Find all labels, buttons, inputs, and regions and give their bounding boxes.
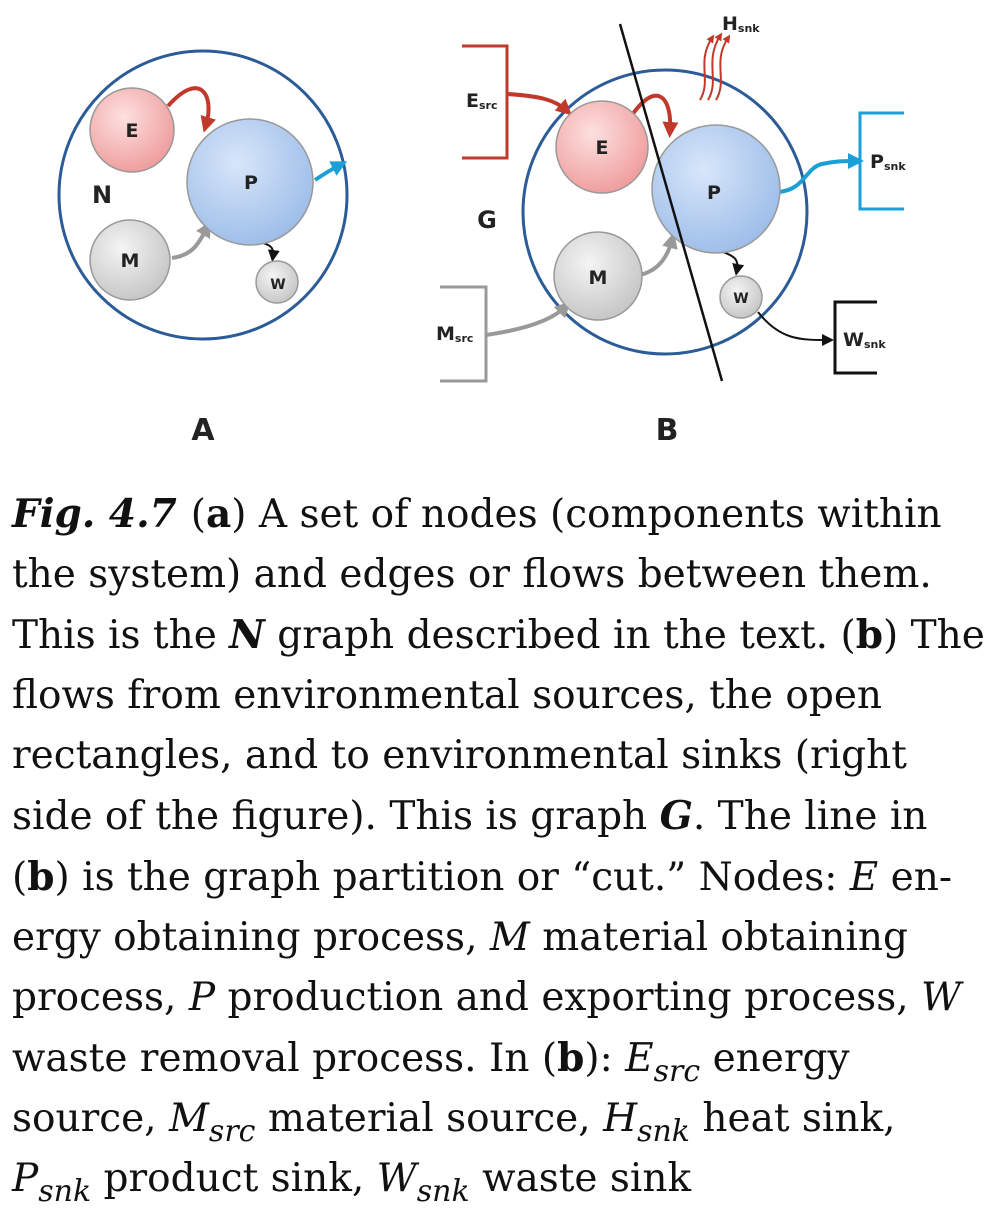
caption-msrc-sub: src: [208, 1114, 256, 1149]
caption-text: material obtaining process,: [12, 915, 908, 1020]
waste-sink-bracket: [833, 300, 877, 375]
caption-text: waste removal process. In (: [12, 1036, 558, 1081]
caption-node-e: E: [849, 855, 879, 900]
caption-msrc: M: [168, 1096, 209, 1141]
caption-psnk: P: [12, 1156, 39, 1201]
figure-caption: Fig. 4.7 (a) A set of nodes (components w…: [12, 484, 987, 1209]
caption-graph-g: G: [659, 793, 693, 839]
caption-esrc: E: [625, 1036, 654, 1081]
edge-w-to-wsnk: [757, 311, 834, 346]
heat-sink-label: Hsnk: [722, 13, 760, 35]
caption-wsnk-sub: snk: [416, 1174, 470, 1209]
caption-text: ):: [584, 1036, 626, 1081]
node-e-a: [89, 87, 175, 173]
caption-text: graph described in the text. (: [264, 613, 856, 658]
node-e-a-label: E: [126, 120, 139, 142]
caption-text: energy source,: [12, 1036, 850, 1141]
caption-text: product sink,: [91, 1156, 377, 1201]
caption-text: . The line in (: [12, 794, 928, 900]
panel-a: N E P M W A: [57, 49, 349, 448]
node-m-b: [553, 231, 643, 321]
caption-text: ) The flows from environmental sources, …: [12, 613, 985, 839]
figure-diagram: N E P M W A G Esrc Msrc: [57, 13, 906, 448]
caption-hsnk: H: [603, 1096, 638, 1141]
caption-text: waste sink: [469, 1156, 692, 1201]
heat-flow: [699, 32, 731, 101]
node-w-b-label: W: [733, 291, 748, 307]
caption-panel-ref: b: [27, 854, 55, 900]
node-w-a: [255, 260, 299, 304]
edge-p-export-a: [313, 161, 348, 182]
caption-text: heat sink,: [689, 1096, 896, 1141]
caption-wsnk: W: [376, 1156, 417, 1201]
node-p-b-label: P: [707, 182, 721, 204]
panel-a-label: A: [191, 413, 215, 448]
panel-b: G Esrc Msrc Hsnk Psnk Wsnk E P: [436, 13, 906, 448]
edge-e-to-p-a: [166, 86, 216, 133]
edge-m-to-p-a: [171, 221, 212, 260]
caption-node-w: W: [921, 975, 962, 1020]
panel-b-label: B: [656, 413, 679, 448]
caption-node-m: M: [489, 915, 530, 960]
edge-msrc-to-m: [485, 301, 571, 337]
graph-label-n: N: [92, 181, 112, 209]
caption-psnk-sub: snk: [38, 1174, 92, 1209]
node-w-b: [719, 275, 763, 319]
node-e-b-label: E: [596, 137, 609, 159]
caption-text: ) A set of nodes (components within the …: [12, 492, 942, 658]
cut-line: [618, 23, 724, 382]
caption-hsnk-sub: snk: [637, 1114, 690, 1149]
product-sink-bracket: [858, 111, 904, 211]
edge-esrc-to-e: [506, 92, 572, 116]
caption-node-p: P: [188, 975, 216, 1020]
node-m-a-label: M: [121, 250, 140, 272]
caption-panel-ref: b: [855, 612, 883, 658]
node-m-b-label: M: [589, 267, 608, 289]
node-e-b: [555, 100, 649, 194]
edge-p-to-psnk: [777, 153, 864, 194]
node-m-a: [89, 219, 171, 301]
caption-text: material source,: [255, 1096, 604, 1141]
energy-source-bracket: [462, 44, 509, 160]
caption-text: production and exporting process,: [215, 975, 921, 1020]
node-p-b: [651, 124, 781, 254]
caption-text: (: [190, 492, 206, 537]
caption-graph-n: N: [229, 612, 265, 658]
caption-panel-ref: b: [557, 1035, 585, 1081]
edge-m-to-p-b: [639, 232, 678, 277]
caption-text: en-ergy obtaining process,: [12, 855, 953, 960]
caption-panel-ref: a: [206, 491, 232, 537]
product-sink-label: Psnk: [870, 151, 906, 173]
material-source-label: Msrc: [436, 323, 473, 345]
caption-esrc-sub: src: [653, 1054, 701, 1089]
node-p-a-label: P: [244, 172, 258, 194]
energy-source-label: Esrc: [466, 90, 497, 112]
system-boundary-b: [521, 68, 809, 356]
graph-label-g: G: [477, 206, 497, 234]
system-boundary-a: [57, 49, 349, 341]
node-p-a: [186, 118, 314, 246]
node-w-a-label: W: [270, 277, 285, 293]
caption-text: ) is the graph partition or “cut.” Nodes…: [54, 855, 850, 900]
edge-e-to-p-b: [628, 93, 679, 138]
waste-sink-label: Wsnk: [843, 329, 886, 351]
caption-label: Fig. 4.7: [12, 491, 177, 537]
